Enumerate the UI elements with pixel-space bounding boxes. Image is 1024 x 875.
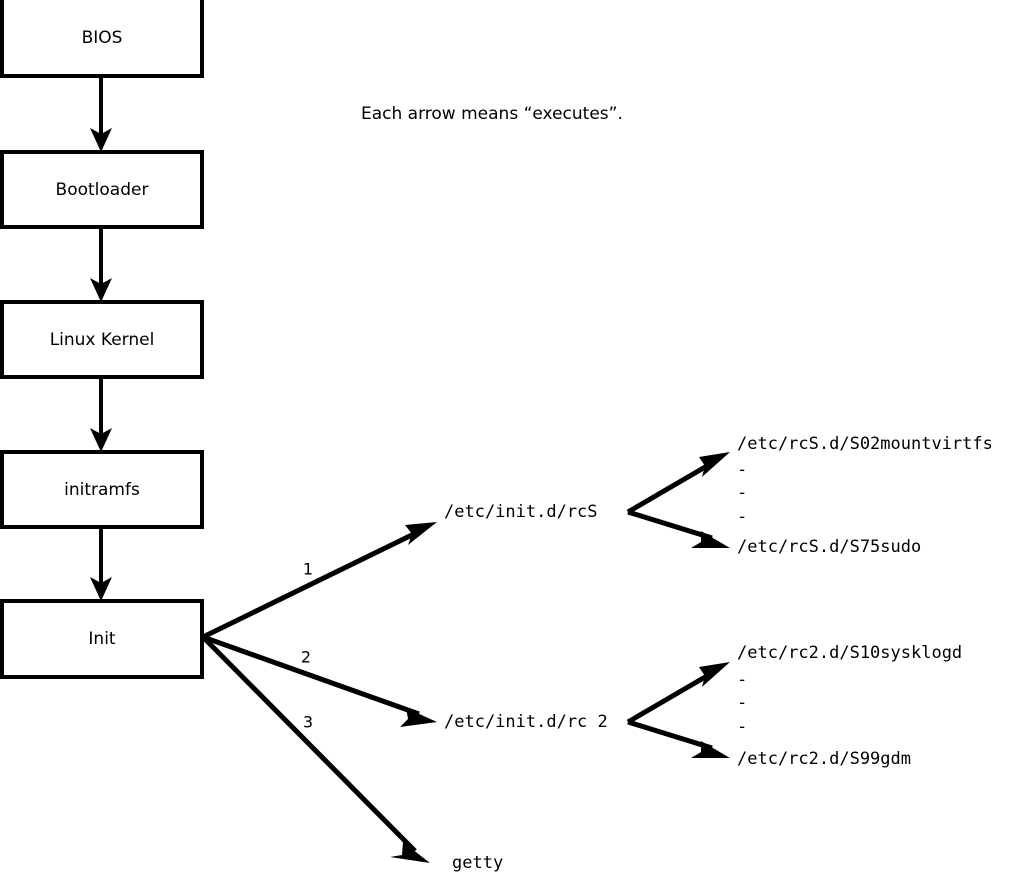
branch-number-1: 1 [303, 560, 313, 579]
label-getty[interactable]: getty [452, 853, 503, 873]
rcS-script-labels: /etc/rcS.d/S02mountvirtfs - - - /etc/rcS… [737, 434, 993, 557]
label-etc-init-d-rcS[interactable]: /etc/init.d/rcS [444, 502, 598, 522]
label-rcS-d-S75sudo[interactable]: /etc/rcS.d/S75sudo [737, 537, 921, 557]
label-rc2-d-S99gdm[interactable]: /etc/rc2.d/S99gdm [737, 749, 911, 769]
rc2-ellipsis-dash-3: - [737, 717, 747, 737]
rcS-ellipsis-dash-1: - [737, 460, 747, 480]
rcS-ellipsis-dash-2: - [737, 483, 747, 503]
rc2-branch-connectors [626, 662, 730, 758]
rcS-branch-connectors [626, 452, 730, 548]
init-target-labels: /etc/init.d/rcS /etc/init.d/rc 2 getty [444, 502, 608, 873]
init-branch-3-arrow [201, 635, 430, 863]
rcS-ellipsis-dash-3: - [737, 507, 747, 527]
rc2-first-arrow [626, 662, 730, 725]
node-linux-kernel[interactable]: Linux Kernel [0, 300, 204, 379]
branch-number-3: 3 [303, 713, 313, 732]
branch-numbers: 1 2 3 [301, 560, 313, 732]
rc2-last-arrow [627, 719, 730, 758]
node-bootloader-label: Bootloader [56, 180, 149, 200]
init-branch-1-arrow [201, 522, 437, 640]
init-branch-2-arrow [202, 634, 437, 727]
node-bios[interactable]: BIOS [0, 0, 204, 78]
connector-initramfs-to-init [90, 527, 112, 601]
connector-bios-to-bootloader [90, 76, 112, 152]
node-linux-kernel-label: Linux Kernel [50, 330, 155, 350]
node-bootloader[interactable]: Bootloader [0, 150, 204, 229]
rcS-last-arrow [627, 509, 730, 548]
node-initramfs-label: initramfs [64, 480, 140, 500]
label-etc-init-d-rc-2[interactable]: /etc/init.d/rc 2 [444, 712, 608, 732]
init-fanout-connectors [201, 522, 437, 863]
branch-number-2: 2 [301, 648, 311, 667]
node-bios-label: BIOS [82, 28, 123, 48]
rc2-ellipsis-dash-1: - [737, 670, 747, 690]
connector-kernel-to-initramfs [90, 377, 112, 452]
vertical-connectors [90, 76, 112, 601]
boot-chain-boxes: BIOS Bootloader Linux Kernel initramfs I… [0, 0, 204, 679]
node-init-label: Init [88, 629, 116, 649]
rc2-script-labels: /etc/rc2.d/S10sysklogd - - - /etc/rc2.d/… [737, 643, 962, 769]
label-rc2-d-S10sysklogd[interactable]: /etc/rc2.d/S10sysklogd [737, 643, 962, 663]
rc2-ellipsis-dash-2: - [737, 693, 747, 713]
diagram-caption: Each arrow means “executes”. [361, 104, 623, 124]
node-initramfs[interactable]: initramfs [0, 450, 204, 529]
node-init[interactable]: Init [0, 599, 204, 679]
rcS-first-arrow [626, 452, 730, 515]
connector-bootloader-to-kernel [90, 227, 112, 302]
label-rcS-d-S02mountvirtfs[interactable]: /etc/rcS.d/S02mountvirtfs [737, 434, 993, 454]
